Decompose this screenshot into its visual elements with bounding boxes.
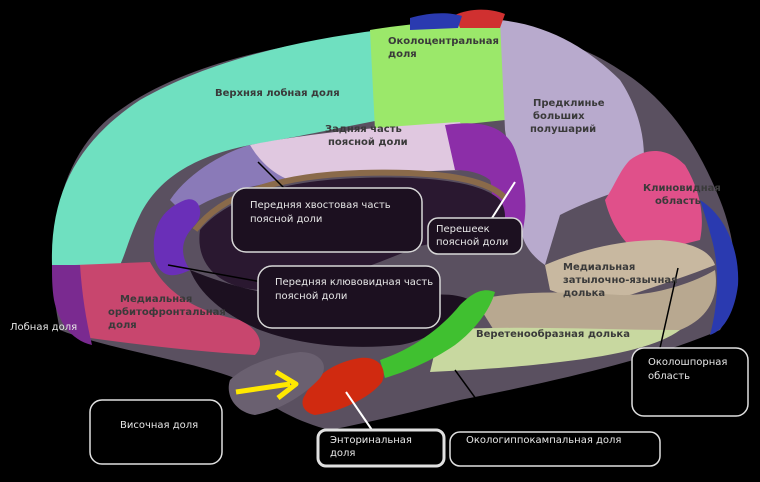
corpus-callosum-rim [192, 169, 508, 232]
region-entorhinal [302, 357, 384, 415]
region-lingual [545, 240, 715, 298]
label-paracentral: Околоцентральная доля [388, 36, 502, 60]
box-rostral-anterior-cingulate [257, 265, 441, 329]
label-entorhinal-line: доля [330, 448, 355, 459]
label-entorhinal: Энторинальная доля [330, 435, 415, 459]
region-frontal-pole [52, 265, 92, 345]
region-top-red [455, 9, 505, 28]
label-temporal-lobe: Височная доля [120, 420, 198, 431]
label-entorhinal-line: Энторинальная [330, 435, 412, 446]
label-cuneus-line: Клиновидная [643, 183, 721, 194]
region-posterior-cingulate [250, 122, 466, 180]
region-caudal-anterior-cingulate [170, 145, 290, 215]
region-top-blue [410, 13, 462, 30]
label-rostral-anterior-cingulate: Передняя клювовидная часть поясной доли [275, 277, 436, 302]
label-medial-orbitofrontal-line: Медиальная [120, 294, 192, 305]
box-pericalcarine [631, 347, 749, 417]
label-rostral-anterior-cingulate-line: Передняя клювовидная часть [275, 277, 433, 288]
label-caudal-anterior-cingulate: Передняя хвостовая часть поясной доли [250, 200, 394, 225]
label-isthmus-line: Перешеек [436, 224, 490, 235]
box-temporal-lobe [89, 399, 223, 465]
line-rostral-anterior-cingulate [167, 264, 263, 283]
label-paracentral-line: Околоцентральная [388, 36, 499, 47]
label-medial-orbitofrontal-line: орбитофронтальная [108, 306, 226, 318]
label-lingual-line: долька [563, 288, 605, 299]
label-precuneus-line: полушарий [530, 124, 596, 135]
line-caudal-anterior-cingulate [257, 161, 289, 193]
region-fusiform [430, 327, 680, 372]
label-frontal-lobe: Лобная доля [10, 322, 77, 333]
label-posterior-cingulate-line: Задняя часть [325, 124, 402, 135]
region-superior-frontal [51, 30, 380, 265]
region-pericalcarine [700, 200, 739, 335]
region-medial-orbitofrontal [75, 262, 260, 355]
label-lingual-line: затылочно-язычная [563, 275, 678, 286]
region-rostral-anterior-cingulate [153, 199, 201, 276]
connector-lines [167, 161, 679, 433]
label-rostral-anterior-cingulate-line: поясной доли [275, 291, 347, 302]
line-pericalcarine [659, 267, 679, 349]
region-cuneus [605, 150, 702, 255]
label-posterior-cingulate: Задняя часть поясной доли [325, 124, 408, 148]
line-parahippocampal [454, 369, 501, 433]
label-medial-orbitofrontal-line: доля [108, 320, 137, 331]
box-isthmus [427, 217, 523, 255]
region-parahippocampal [380, 290, 495, 378]
label-pericalcarine: Околошпорная область [648, 357, 731, 382]
box-caudal-anterior-cingulate [231, 187, 423, 253]
region-paracentral [370, 21, 505, 130]
label-precuneus-line: больших [533, 110, 585, 122]
label-fusiform: Веретенообразная долька [476, 328, 630, 340]
label-parahippocampal: Окологиппокампальная доля [466, 435, 621, 446]
line-entorhinal [345, 391, 373, 431]
label-pericalcarine-line: область [648, 371, 690, 382]
box-entorhinal [316, 428, 446, 468]
label-isthmus: Перешеек поясной доли [436, 224, 508, 248]
region-precuneus [500, 20, 644, 265]
label-lingual-line: Медиальная [563, 262, 635, 273]
label-cuneus-line: область [655, 195, 701, 207]
label-superior-frontal: Верхняя лобная доля [215, 87, 340, 99]
label-precuneus: Предклинье больших полушарий [530, 98, 608, 135]
region-isthmus [445, 123, 526, 249]
label-precuneus-line: Предклинье [533, 98, 605, 109]
line-isthmus [491, 181, 516, 219]
box-parahippocampal [449, 431, 661, 467]
label-paracentral-line: доля [388, 49, 417, 60]
arrow-icon [235, 369, 299, 400]
label-caudal-anterior-cingulate-line: Передняя хвостовая часть [250, 200, 391, 211]
label-cuneus: Клиновидная область [643, 183, 724, 207]
label-isthmus-line: поясной доли [436, 237, 508, 248]
label-medial-orbitofrontal: Медиальная орбитофронтальная доля [108, 294, 229, 331]
label-pericalcarine-line: Околошпорная [648, 357, 727, 368]
label-posterior-cingulate-line: поясной доли [328, 137, 408, 148]
label-lingual: Медиальная затылочно-язычная долька [563, 262, 681, 299]
label-caudal-anterior-cingulate-line: поясной доли [250, 214, 322, 225]
region-lingual-lower [475, 270, 716, 340]
